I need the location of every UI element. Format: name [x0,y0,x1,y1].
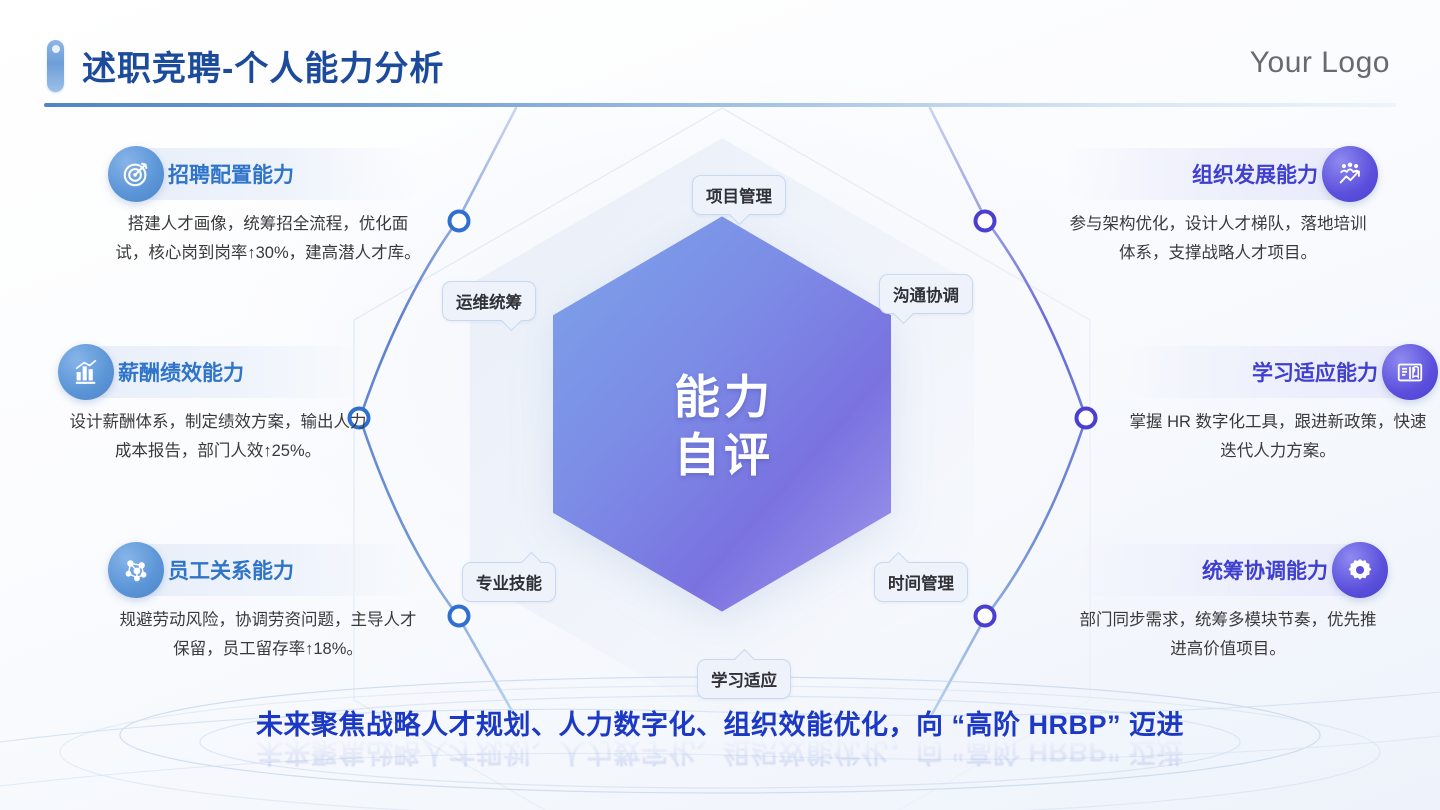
center-line-2: 自评 [674,429,774,481]
growth-people-icon [1322,146,1378,202]
card-title: 招聘配置能力 [168,164,294,187]
card-description: 参与架构优化，设计人才梯队，落地培训体系，支撑战略人才项目。 [1069,215,1367,262]
capability-card-compensation[interactable]: 薪酬绩效能力 设计薪酬体系，制定绩效方案，输出人力成本报告，部门人效↑25%。 [58,344,374,466]
bar-chart-icon [58,344,114,400]
hex-label-upper-right[interactable]: 沟通协调 [879,274,973,325]
target-icon [108,146,164,202]
card-title: 薪酬绩效能力 [118,362,244,385]
capability-card-recruiting[interactable]: 招聘配置能力 搭建人才画像，统筹招全流程，优化面试，核心岗到岗率↑30%，建高潜… [108,146,424,268]
page-title: 述职竞聘-个人能力分析 [82,50,445,88]
gear-icon [1332,542,1388,598]
hex-label-upper-left-text: 运维统筹 [456,294,522,312]
network-people-icon [108,542,164,598]
card-description: 掌握 HR 数字化工具，跟进新政策，快速迭代人力方案。 [1129,413,1427,460]
callout-tail [887,551,910,574]
card-header-pill: 员工关系能力 [108,542,424,598]
slide-header: 述职竞聘-个人能力分析 Your Logo [0,0,1440,108]
hex-label-lower-left[interactable]: 专业技能 [462,551,556,602]
card-header-pill: 组织发展能力 [1062,146,1378,202]
hex-label-lower-left-text: 专业技能 [476,575,542,593]
card-title: 组织发展能力 [1192,164,1318,187]
title-accent-bar [47,40,64,92]
open-book-icon [1382,344,1438,400]
card-header-pill: 招聘配置能力 [108,146,424,202]
card-header-pill: 学习适应能力 [1122,344,1438,400]
hex-label-top[interactable]: 项目管理 [692,175,786,226]
hexagon-center-text: 能力 自评 [624,368,824,484]
callout-tail [500,309,523,332]
card-title: 学习适应能力 [1252,362,1378,385]
hex-label-top-text: 项目管理 [706,188,772,206]
hex-label-lower-right-text: 时间管理 [888,575,954,593]
hex-label-upper-left[interactable]: 运维统筹 [442,281,536,332]
capability-card-coordination[interactable]: 统筹协调能力 部门同步需求，统筹多模块节奏，优先推进高价值项目。 [1072,542,1388,664]
card-description: 设计薪酬体系，制定绩效方案，输出人力成本报告，部门人效↑25%。 [69,413,367,460]
callout-tail [728,203,751,226]
logo-text: Your Logo [1249,46,1390,79]
header-divider [44,103,1396,107]
card-header-pill: 薪酬绩效能力 [58,344,374,400]
capability-card-employee-relations[interactable]: 员工关系能力 规避劳动风险，协调劳资问题，主导人才保留，员工留存率↑18%。 [108,542,424,664]
card-title: 统筹协调能力 [1202,560,1328,583]
capability-card-org-development[interactable]: 组织发展能力 参与架构优化，设计人才梯队，落地培训体系，支撑战略人才项目。 [1062,146,1378,268]
callout-tail [733,648,756,671]
center-line-1: 能力 [674,371,774,423]
hex-label-upper-right-text: 沟通协调 [893,287,959,305]
summary-banner: 未来聚焦战略人才规划、人力数字化、组织效能优化，向 “高阶 HRBP” 迈进 [255,710,1184,740]
hex-label-bottom-text: 学习适应 [711,672,777,690]
hex-label-bottom[interactable]: 学习适应 [697,648,791,699]
callout-tail [892,302,915,325]
callout-tail [520,551,543,574]
card-title: 员工关系能力 [168,560,294,583]
card-description: 规避劳动风险，协调劳资问题，主导人才保留，员工留存率↑18%。 [119,611,417,658]
hex-label-lower-right[interactable]: 时间管理 [874,551,968,602]
card-description: 部门同步需求，统筹多模块节奏，优先推进高价值项目。 [1079,611,1377,658]
card-header-pill: 统筹协调能力 [1072,542,1388,598]
card-description: 搭建人才画像，统筹招全流程，优化面试，核心岗到岗率↑30%，建高潜人才库。 [115,215,421,262]
capability-card-learning[interactable]: 学习适应能力 掌握 HR 数字化工具，跟进新政策，快速迭代人力方案。 [1122,344,1438,466]
